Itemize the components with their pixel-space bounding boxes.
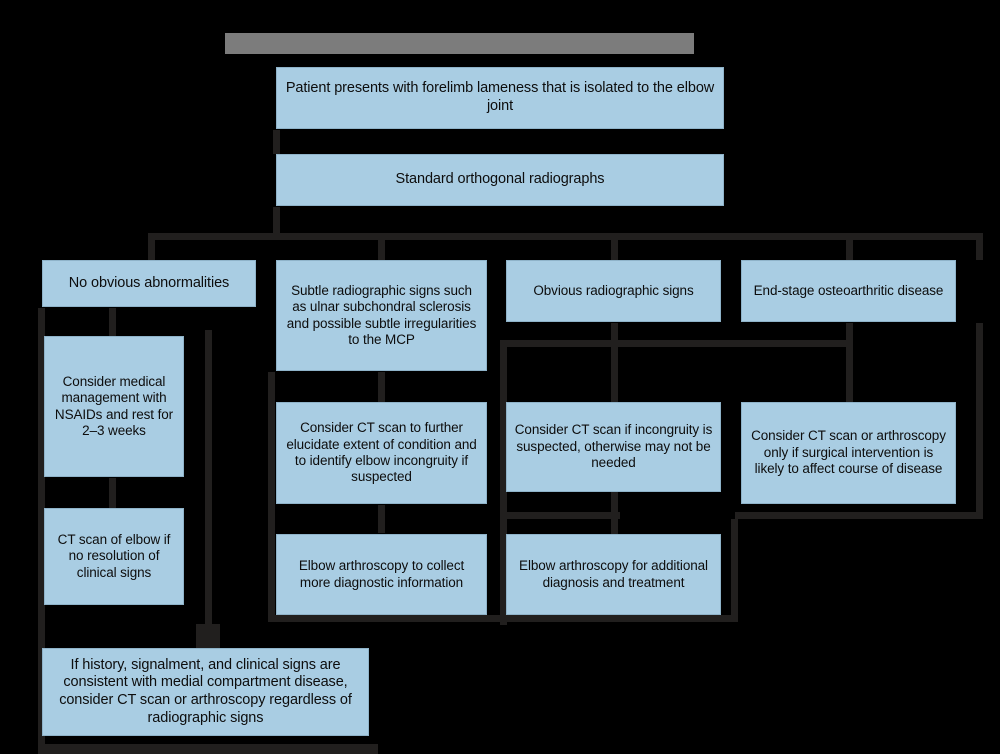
node-branch-2-step-1-label: Consider CT scan to further elucidate ex… (286, 420, 477, 485)
node-branch-3-label: Obvious radiographic signs (533, 282, 694, 298)
node-branch-1-step-1[interactable]: Consider medical management with NSAIDs … (44, 336, 184, 477)
connector-footnote-frame (38, 744, 378, 754)
node-radiographs[interactable]: Standard orthogonal radiographs (276, 154, 724, 206)
connector-branch-4-step-1 (846, 323, 853, 403)
connector-branch-3-bus-left (500, 340, 620, 347)
node-footnote-label: If history, signalment, and clinical sig… (59, 656, 352, 726)
node-branch-3-step-2-label: Elbow arthroscopy for additional diagnos… (519, 558, 708, 590)
connector-branch-3-rail-right (731, 519, 738, 622)
connector-radiographs-stem (273, 207, 280, 237)
connector-branch-4-right-rail (976, 323, 983, 519)
connector-branch-3-step-1 (611, 323, 618, 403)
connector-footnote-elbow (196, 624, 220, 648)
connector-branch-2-bottom-bus (268, 615, 738, 622)
connector-branch-2-step-1 (378, 372, 385, 402)
node-branch-4-label: End-stage osteoarthritic disease (753, 282, 944, 298)
connector-start-to-radiographs (273, 130, 280, 154)
connector-branch-2-rail-bottom (268, 372, 275, 622)
node-radiographs-label: Standard orthogonal radiographs (395, 171, 605, 188)
node-branch-1-step-2[interactable]: CT scan of elbow if no resolution of cli… (44, 508, 184, 605)
node-start[interactable]: Patient presents with forelimb lameness … (276, 67, 724, 129)
node-branch-4-step-1[interactable]: Consider CT scan or arthroscopy only if … (741, 402, 956, 504)
node-branch-1-step-1-label: Consider medical management with NSAIDs … (54, 373, 174, 438)
connector-bus-right-end (976, 233, 983, 260)
connector-branch-3-bus-lower (500, 512, 620, 519)
node-branch-3-step-1[interactable]: Consider CT scan if incongruity is suspe… (506, 402, 721, 492)
node-branch-2-label: Subtle radiographic signs such as ulnar … (286, 282, 477, 347)
node-branch-1[interactable]: No obvious abnormalities (42, 260, 256, 307)
node-branch-2-step-2[interactable]: Elbow arthroscopy to collect more diagno… (276, 534, 487, 615)
node-branch-2[interactable]: Subtle radiographic signs such as ulnar … (276, 260, 487, 371)
connector-branch-3-rail (500, 340, 507, 625)
connector-drop-branch-4 (846, 233, 853, 260)
connector-branch-1-step-1 (109, 308, 116, 336)
connector-left-rail-branch-1 (38, 641, 45, 751)
node-branch-3-step-1-label: Consider CT scan if incongruity is suspe… (514, 422, 713, 471)
node-start-label: Patient presents with forelimb lameness … (285, 80, 715, 114)
connector-branch-4-bus (618, 340, 850, 347)
connector-branch-1-to-footnote (38, 308, 45, 648)
title-bar (225, 33, 694, 54)
connector-branch-4-bottom (735, 512, 983, 519)
node-branch-1-label: No obvious abnormalities (68, 274, 230, 291)
connector-branch-bus (148, 233, 983, 240)
connector-drop-branch-2 (378, 233, 385, 260)
connector-drop-branch-1 (148, 233, 155, 260)
connector-branch-1-step-2 (109, 478, 116, 508)
connector-drop-branch-3 (611, 233, 618, 260)
node-branch-4-step-1-label: Consider CT scan or arthroscopy only if … (751, 428, 946, 477)
node-branch-3[interactable]: Obvious radiographic signs (506, 260, 721, 322)
node-branch-2-step-1[interactable]: Consider CT scan to further elucidate ex… (276, 402, 487, 504)
node-branch-2-step-2-label: Elbow arthroscopy to collect more diagno… (298, 558, 465, 590)
node-branch-3-step-2[interactable]: Elbow arthroscopy for additional diagnos… (506, 534, 721, 615)
connector-branch-2-step-2 (378, 505, 385, 533)
connector-branch-2-footnote-vertical (205, 330, 212, 630)
node-branch-1-step-2-label: CT scan of elbow if no resolution of cli… (57, 531, 171, 580)
node-footnote[interactable]: If history, signalment, and clinical sig… (42, 648, 369, 736)
node-branch-4[interactable]: End-stage osteoarthritic disease (741, 260, 956, 322)
